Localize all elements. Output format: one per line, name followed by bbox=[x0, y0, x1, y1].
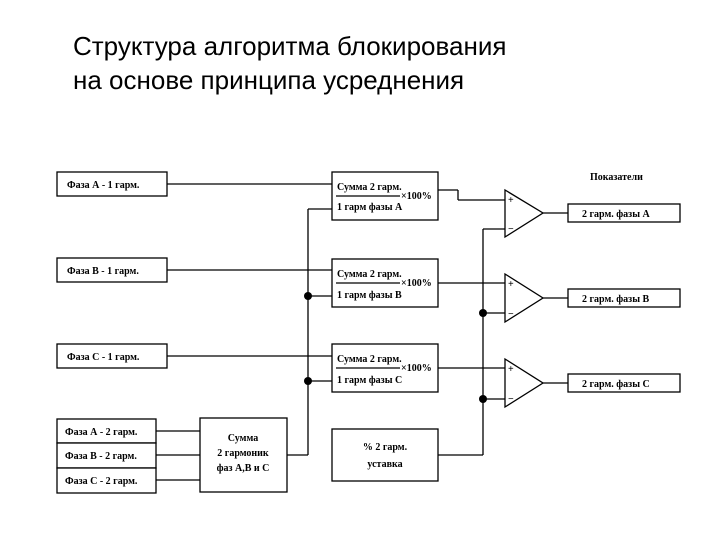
comparator-b: + − bbox=[504, 272, 545, 324]
input-phase-a-h2: Фаза А - 2 гарм. bbox=[56, 418, 157, 444]
svg-text:% 2 гарм.: % 2 гарм. bbox=[363, 442, 408, 453]
svg-text:1 гарм фазы С: 1 гарм фазы С bbox=[337, 375, 402, 386]
junction-dot bbox=[479, 395, 487, 403]
svg-text:Фаза В - 2 гарм.: Фаза В - 2 гарм. bbox=[65, 451, 137, 462]
svg-text:2 гарм. фазы В: 2 гарм. фазы В bbox=[582, 294, 650, 305]
junction-dot bbox=[479, 309, 487, 317]
ratio-block-a: Сумма 2 гарм. ×100% 1 гарм фазы А bbox=[331, 171, 439, 221]
ratio-block-b: Сумма 2 гарм. ×100% 1 гарм фазы В bbox=[331, 258, 439, 308]
svg-text:−: − bbox=[508, 309, 514, 320]
svg-text:Фаза А - 1 гарм.: Фаза А - 1 гарм. bbox=[67, 180, 140, 191]
wires bbox=[156, 183, 568, 481]
svg-text:+: + bbox=[508, 195, 514, 206]
svg-text:уставка: уставка bbox=[367, 459, 402, 470]
svg-text:2 гармоник: 2 гармоник bbox=[217, 448, 269, 459]
svg-text:Сумма: Сумма bbox=[228, 433, 258, 444]
svg-text:Сумма 2 гарм.: Сумма 2 гарм. bbox=[337, 354, 402, 365]
svg-text:Фаза А - 2 гарм.: Фаза А - 2 гарм. bbox=[65, 427, 138, 438]
input-phase-b-h2: Фаза В - 2 гарм. bbox=[56, 442, 157, 469]
junction-dot bbox=[304, 377, 312, 385]
comparator-c: + − bbox=[504, 357, 545, 409]
svg-text:+: + bbox=[508, 364, 514, 375]
svg-text:1 гарм фазы В: 1 гарм фазы В bbox=[337, 290, 402, 301]
slide-title: Структура алгоритма блокирования на осно… bbox=[73, 29, 506, 97]
svg-text:фаз А,В и С: фаз А,В и С bbox=[217, 463, 270, 474]
title-line-1: Структура алгоритма блокирования bbox=[73, 31, 507, 61]
ratio-block-c: Сумма 2 гарм. ×100% 1 гарм фазы С bbox=[331, 343, 439, 393]
svg-text:×100%: ×100% bbox=[401, 278, 432, 289]
svg-text:1 гарм фазы А: 1 гарм фазы А bbox=[337, 202, 403, 213]
svg-text:×100%: ×100% bbox=[401, 363, 432, 374]
junction-dot bbox=[304, 292, 312, 300]
svg-text:Фаза С - 1 гарм.: Фаза С - 1 гарм. bbox=[67, 352, 140, 363]
svg-text:+: + bbox=[508, 279, 514, 290]
svg-text:Сумма 2 гарм.: Сумма 2 гарм. bbox=[337, 182, 402, 193]
input-phase-b-h1: Фаза В - 1 гарм. bbox=[56, 257, 168, 283]
output-phase-a: 2 гарм. фазы А bbox=[567, 203, 681, 223]
input-phase-c-h1: Фаза С - 1 гарм. bbox=[56, 343, 168, 369]
svg-text:Фаза В - 1 гарм.: Фаза В - 1 гарм. bbox=[67, 266, 139, 277]
output-phase-b: 2 гарм. фазы В bbox=[567, 288, 681, 308]
comparator-a: + − bbox=[504, 188, 545, 239]
outputs-header: Показатели bbox=[590, 172, 643, 183]
svg-text:2 гарм. фазы А: 2 гарм. фазы А bbox=[582, 209, 651, 220]
title-line-2: на основе принципа усреднения bbox=[73, 65, 465, 95]
svg-text:−: − bbox=[508, 394, 514, 405]
svg-text:−: − bbox=[508, 224, 514, 235]
svg-text:Фаза С - 2 гарм.: Фаза С - 2 гарм. bbox=[65, 476, 138, 487]
sum-block: Сумма 2 гармоник фаз А,В и С bbox=[199, 417, 288, 493]
setpoint-block: % 2 гарм. уставка bbox=[331, 428, 439, 482]
svg-text:Сумма 2 гарм.: Сумма 2 гарм. bbox=[337, 269, 402, 280]
input-phase-a-h1: Фаза А - 1 гарм. bbox=[56, 171, 168, 197]
junction-dots bbox=[304, 292, 487, 403]
output-phase-c: 2 гарм. фазы С bbox=[567, 373, 681, 393]
svg-text:×100%: ×100% bbox=[401, 191, 432, 202]
input-phase-c-h2: Фаза С - 2 гарм. bbox=[56, 467, 157, 494]
svg-text:2 гарм. фазы С: 2 гарм. фазы С bbox=[582, 379, 650, 390]
